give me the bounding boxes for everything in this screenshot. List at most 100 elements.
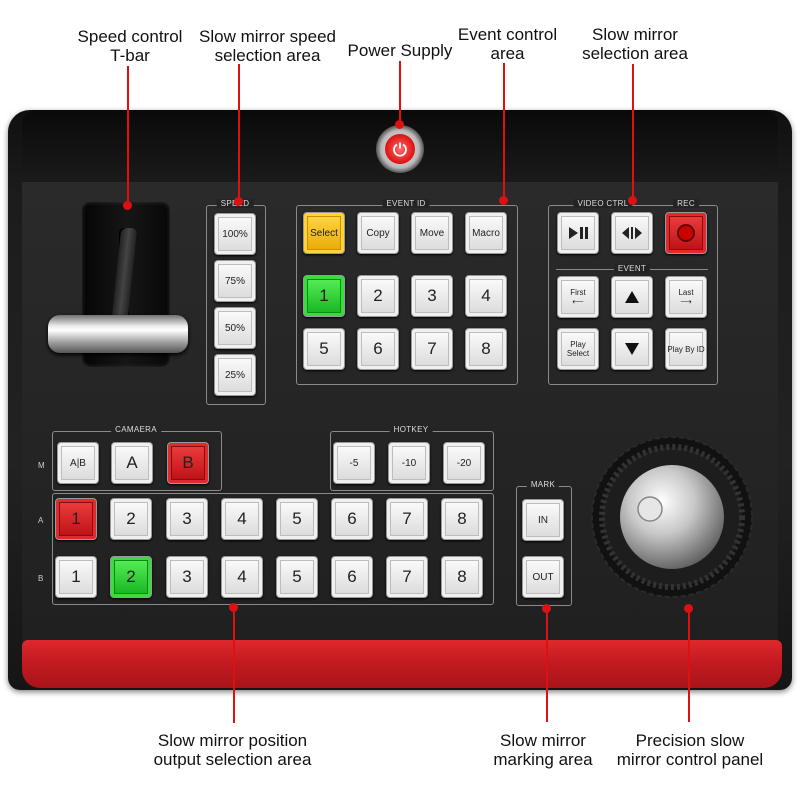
jog-dimple: [637, 496, 663, 522]
row-a-8-button[interactable]: 8: [441, 498, 483, 540]
step-frame-icon: [622, 227, 642, 239]
callout-speed: Slow mirror speed selection area: [185, 27, 350, 65]
callout-event: Event control area: [440, 25, 575, 63]
callout-mirror-selection-line1: Slow mirror: [592, 25, 678, 44]
speed-50-button[interactable]: 50%: [214, 307, 256, 349]
event-down-button[interactable]: [611, 328, 653, 370]
callout-tbar-line2: T-bar: [110, 46, 150, 65]
record-icon: [677, 224, 695, 242]
callout-precision-line1: Precision slow: [635, 731, 745, 750]
play-pause-button[interactable]: [557, 212, 599, 254]
row-b-6-button[interactable]: 6: [331, 556, 373, 598]
speed-25-button[interactable]: 25%: [214, 354, 256, 396]
row-a-7-button[interactable]: 7: [386, 498, 428, 540]
event-7-button[interactable]: 7: [411, 328, 453, 370]
arrow-right-icon: ⟶: [680, 297, 692, 306]
jog-knob: [620, 465, 724, 569]
hotkey-label: HOTKEY: [389, 425, 433, 434]
leader-dot-power: [395, 120, 404, 129]
callout-mirror-selection: Slow mirror selection area: [565, 25, 705, 63]
row-a-4-button[interactable]: 4: [221, 498, 263, 540]
row-label-m: M: [38, 461, 45, 470]
row-a-3-button[interactable]: 3: [166, 498, 208, 540]
leader-marking: [546, 608, 548, 722]
record-button[interactable]: [665, 212, 707, 254]
row-b-1-button[interactable]: 1: [55, 556, 97, 598]
hotkey-minus20-button[interactable]: -20: [443, 442, 485, 484]
hotkey-minus5-button[interactable]: -5: [333, 442, 375, 484]
callout-position-line1: Slow mirror position: [157, 731, 308, 750]
event-select-button[interactable]: Select: [303, 212, 345, 254]
callout-speed-line1: Slow mirror speed: [199, 27, 336, 46]
event-copy-button[interactable]: Copy: [357, 212, 399, 254]
rec-label: REC: [673, 199, 699, 208]
mark-label: MARK: [526, 480, 560, 489]
leader-dot-speed: [234, 197, 243, 206]
leader-position: [233, 607, 235, 723]
row-b-3-button[interactable]: 3: [166, 556, 208, 598]
event-up-button[interactable]: [611, 276, 653, 318]
row-a-1-button[interactable]: 1: [55, 498, 97, 540]
callout-power: Power Supply: [335, 41, 465, 60]
event-first-button[interactable]: First ⟵: [557, 276, 599, 318]
leader-power: [399, 61, 401, 125]
mark-out-button[interactable]: OUT: [522, 556, 564, 598]
row-b-8-button[interactable]: 8: [441, 556, 483, 598]
event-macro-button[interactable]: Macro: [465, 212, 507, 254]
event-last-button[interactable]: Last ⟶: [665, 276, 707, 318]
row-b-7-button[interactable]: 7: [386, 556, 428, 598]
power-button[interactable]: [376, 125, 424, 173]
video-ctrl-label: VIDEO CTRL: [573, 199, 633, 208]
leader-dot-mirror-selection: [628, 196, 637, 205]
event-2-button[interactable]: 2: [357, 275, 399, 317]
event-move-button[interactable]: Move: [411, 212, 453, 254]
event-8-button[interactable]: 8: [465, 328, 507, 370]
play-pause-icon: [569, 227, 588, 239]
event-5-button[interactable]: 5: [303, 328, 345, 370]
leader-dot-event: [499, 196, 508, 205]
event-6-button[interactable]: 6: [357, 328, 399, 370]
callout-mirror-selection-line2: selection area: [582, 44, 688, 63]
row-b-5-button[interactable]: 5: [276, 556, 318, 598]
jog-wheel[interactable]: [590, 435, 754, 599]
leader-precision: [688, 608, 690, 722]
callout-event-line1: Event control: [457, 25, 558, 44]
row-a-6-button[interactable]: 6: [331, 498, 373, 540]
leader-dot-precision: [684, 604, 693, 613]
power-icon: [385, 134, 415, 164]
camera-a-button[interactable]: A: [111, 442, 153, 484]
callout-position: Slow mirror position output selection ar…: [135, 731, 330, 769]
last-label: Last: [678, 288, 694, 297]
leader-event: [503, 63, 505, 201]
event-3-button[interactable]: 3: [411, 275, 453, 317]
arrow-down-icon: [625, 343, 639, 355]
red-palm-rest: [22, 640, 782, 688]
row-b-4-button[interactable]: 4: [221, 556, 263, 598]
speed-75-button[interactable]: 75%: [214, 260, 256, 302]
row-label-b: B: [38, 574, 44, 583]
mark-in-button[interactable]: IN: [522, 499, 564, 541]
play-select-button[interactable]: Play Select: [557, 328, 599, 370]
callout-position-line2: output selection area: [153, 750, 312, 769]
callout-marking-line1: Slow mirror: [500, 731, 586, 750]
leader-dot-marking: [542, 604, 551, 613]
play-by-id-button[interactable]: Play By ID: [665, 328, 707, 370]
camera-ab-button[interactable]: A|B: [57, 442, 99, 484]
leader-mirror-selection: [632, 64, 634, 202]
camera-b-button[interactable]: B: [167, 442, 209, 484]
hotkey-minus10-button[interactable]: -10: [388, 442, 430, 484]
callout-marking: Slow mirror marking area: [478, 731, 608, 769]
leader-speed: [238, 64, 240, 202]
event-4-button[interactable]: 4: [465, 275, 507, 317]
event-1-button[interactable]: 1: [303, 275, 345, 317]
step-frame-button[interactable]: [611, 212, 653, 254]
leader-dot-position: [229, 603, 238, 612]
callout-speed-line2: selection area: [214, 46, 321, 65]
arrow-up-icon: [625, 291, 639, 303]
row-b-2-button[interactable]: 2: [110, 556, 152, 598]
speed-100-button[interactable]: 100%: [214, 213, 256, 255]
row-a-5-button[interactable]: 5: [276, 498, 318, 540]
position-group: [52, 493, 494, 605]
tbar-handle[interactable]: [48, 315, 188, 353]
row-a-2-button[interactable]: 2: [110, 498, 152, 540]
